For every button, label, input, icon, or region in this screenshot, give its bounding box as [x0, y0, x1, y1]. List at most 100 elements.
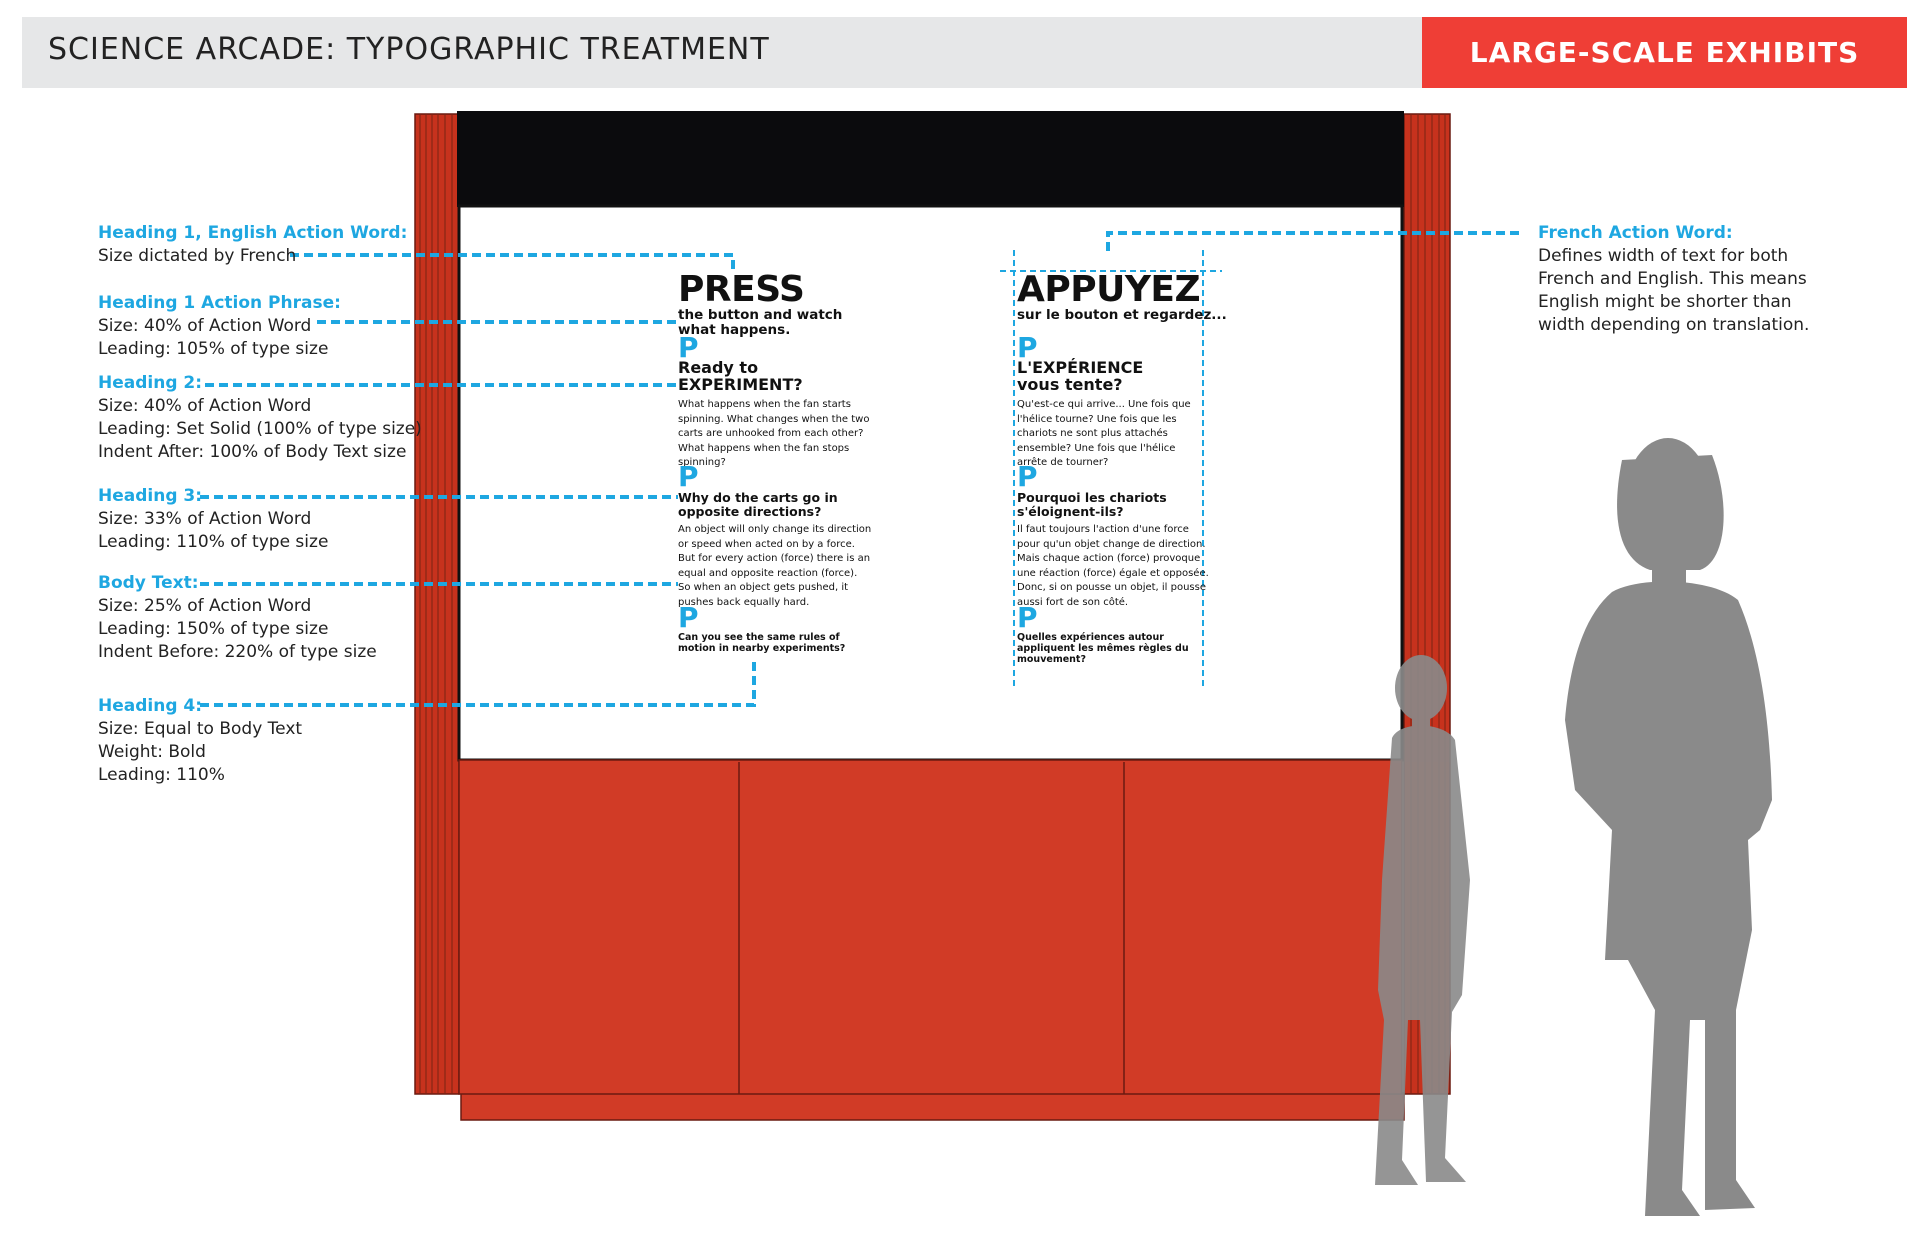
text-line: So when an object gets pushed, it	[678, 582, 849, 593]
annotation-heading2: Heading 2: Size: 40% of Action Word Lead…	[98, 372, 422, 464]
french-width-guides	[1000, 250, 1222, 690]
text-line: Quelles expériences autour	[1017, 632, 1164, 643]
fr-body-text-1: Qu'est-ce qui arrive... Une fois que l'h…	[1017, 398, 1191, 471]
en-body-text-1: What happens when the fan starts spinnin…	[678, 398, 869, 471]
text-line: motion in nearby experiments?	[678, 643, 846, 654]
annotation-line: Size: 40% of Action Word	[98, 396, 312, 416]
annotation-line: Leading: 105% of type size	[98, 339, 329, 359]
annotation-line: Leading: 150% of type size	[98, 619, 329, 639]
text-line: sur le bouton et regardez...	[1017, 307, 1227, 323]
text-line: chariots ne sont plus attachés	[1017, 428, 1168, 439]
text-line: pushes back equally hard.	[678, 596, 810, 608]
annotation-line: Indent Before: 220% of type size	[98, 642, 377, 662]
text-line: the button and watch	[678, 307, 843, 323]
en-heading2: Ready to EXPERIMENT?	[678, 358, 803, 394]
text-line: Qu'est-ce qui arrive... Une fois que	[1017, 399, 1191, 410]
annotation-french-action-word: French Action Word: Defines width of tex…	[1538, 222, 1809, 337]
annotation-line: Leading: 110% of type size	[98, 532, 329, 552]
annotation-body-text: Body Text: Size: 25% of Action Word Lead…	[98, 572, 377, 664]
annotation-title: Heading 4:	[98, 696, 203, 716]
annotation-line: Size: Equal to Body Text	[98, 719, 303, 739]
text-line: une réaction (force) égale et opposée.	[1017, 567, 1209, 579]
annotation-title: Heading 3:	[98, 486, 203, 506]
text-line: L'EXPÉRIENCE	[1017, 358, 1144, 377]
paragraph-marker: P	[1017, 601, 1038, 634]
text-line: vous tente?	[1017, 374, 1123, 394]
paragraph-marker: P	[678, 460, 699, 493]
fr-heading3: Pourquoi les chariots s'éloignent-ils?	[1017, 491, 1167, 519]
text-line: Can you see the same rules of	[678, 632, 840, 643]
category-badge: LARGE-SCALE EXHIBITS	[1422, 17, 1907, 88]
header-bar	[22, 17, 1422, 88]
text-line: Mais chaque action (force) provoque	[1017, 553, 1201, 564]
text-line: spinning?	[678, 457, 726, 468]
annotation-line: Size: 25% of Action Word	[98, 596, 312, 616]
annotation-title: Heading 1 Action Phrase:	[98, 293, 341, 313]
text-line: mouvement?	[1017, 654, 1086, 665]
fr-heading4: Quelles expériences autour appliquent le…	[1017, 632, 1189, 665]
fr-action-word: APPUYEZ	[1017, 269, 1201, 310]
text-line: ensemble? Une fois que l'hélice	[1017, 442, 1176, 454]
annotation-line: Weight: Bold	[98, 742, 206, 762]
en-action-word: PRESS	[678, 269, 805, 310]
annotation-line: English might be shorter than	[1538, 292, 1792, 312]
text-line: But for every action (force) there is an	[678, 553, 871, 564]
fr-action-phrase: sur le bouton et regardez...	[1017, 308, 1227, 323]
paragraph-marker: P	[1017, 331, 1038, 364]
text-line: Ready to	[678, 358, 759, 377]
text-line: equal and opposite reaction (force).	[678, 567, 858, 579]
text-line: or speed when acted on by a force.	[678, 538, 855, 550]
fr-body-text-2: Il faut toujours l'action d'une force po…	[1017, 523, 1209, 610]
en-action-phrase: the button and watch what happens.	[678, 308, 842, 338]
annotation-line: width depending on translation.	[1538, 315, 1810, 335]
text-line: Pourquoi les chariots	[1017, 490, 1167, 505]
fr-heading2: L'EXPÉRIENCE vous tente?	[1017, 358, 1144, 394]
en-heading3: Why do the carts go in opposite directio…	[678, 491, 838, 519]
leader-lines	[200, 231, 1522, 707]
text-line: s'éloignent-ils?	[1017, 504, 1124, 519]
paragraph-marker: P	[678, 601, 699, 634]
text-line: What happens when the fan starts	[678, 399, 851, 410]
annotation-title: French Action Word:	[1538, 223, 1733, 243]
exhibit-cabinet	[458, 759, 1403, 1095]
page-title: SCIENCE ARCADE: TYPOGRAPHIC TREATMENT	[48, 32, 770, 67]
graphic-panel	[457, 204, 1404, 762]
annotation-line: Leading: 110%	[98, 765, 225, 785]
annotation-line: French and English. This means	[1538, 269, 1807, 289]
annotation-title: Heading 1, English Action Word:	[98, 223, 408, 243]
annotation-heading4: Heading 4: Size: Equal to Body Text Weig…	[98, 695, 302, 787]
text-line: spinning. What changes when the two	[678, 413, 870, 425]
annotation-line: Defines width of text for both	[1538, 246, 1789, 266]
paragraph-marker: P	[678, 331, 699, 364]
text-line: Il faut toujours l'action d'une force	[1017, 524, 1189, 535]
exhibit-base	[460, 1092, 1405, 1121]
child-silhouette	[1375, 655, 1470, 1185]
text-line: An object will only change its direction	[678, 524, 872, 535]
annotation-line: Indent After: 100% of Body Text size	[98, 442, 407, 462]
annotation-title: Heading 2:	[98, 373, 203, 393]
text-line: appliquent les mêmes règles du	[1017, 643, 1189, 654]
annotation-heading3: Heading 3: Size: 33% of Action Word Lead…	[98, 485, 328, 554]
text-line: what happens.	[678, 322, 791, 338]
en-heading4: Can you see the same rules of motion in …	[678, 632, 845, 654]
text-line: Why do the carts go in	[678, 490, 838, 505]
left-pillar	[414, 113, 460, 1095]
exhibit-top-band	[457, 111, 1404, 207]
annotation-line: Size: 33% of Action Word	[98, 509, 312, 529]
text-line: aussi fort de son côté.	[1017, 596, 1129, 608]
text-line: opposite directions?	[678, 504, 822, 519]
paragraph-marker: P	[1017, 460, 1038, 493]
text-line: EXPERIMENT?	[678, 374, 803, 394]
adult-silhouette	[1565, 438, 1772, 1216]
text-line: l'hélice tourne? Une fois que les	[1017, 413, 1177, 425]
text-line: carts are unhooked from each other?	[678, 428, 864, 439]
annotation-line: Size dictated by French	[98, 246, 297, 266]
annotation-action-phrase: Heading 1 Action Phrase: Size: 40% of Ac…	[98, 292, 341, 361]
annotation-title: Body Text:	[98, 573, 199, 593]
text-line: arrête de tourner?	[1017, 457, 1109, 468]
annotation-heading1: Heading 1, English Action Word: Size dic…	[98, 222, 407, 268]
annotation-line: Leading: Set Solid (100% of type size)	[98, 419, 422, 439]
text-line: Donc, si on pousse un objet, il pousse	[1017, 582, 1207, 593]
en-body-text-2: An object will only change its direction…	[678, 523, 871, 610]
